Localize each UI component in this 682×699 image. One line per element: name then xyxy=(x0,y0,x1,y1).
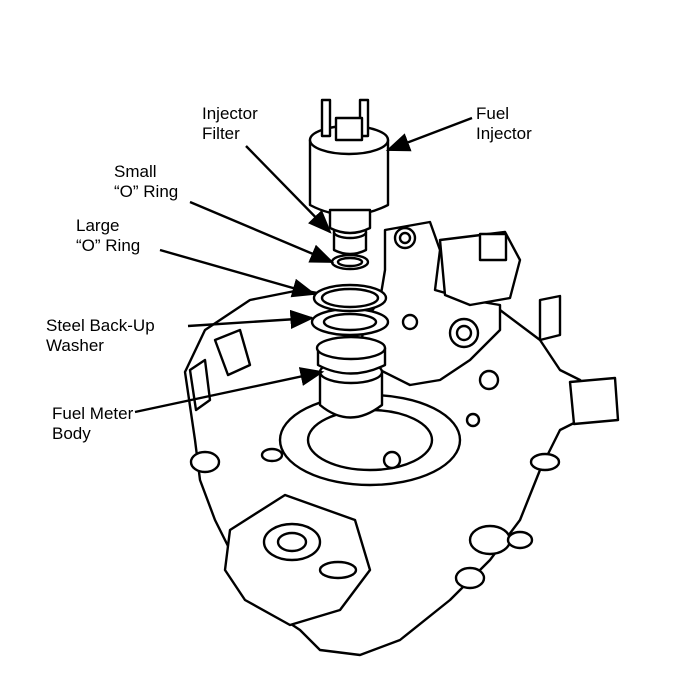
leader-large-o-ring xyxy=(159,248,317,298)
label-line: Fuel Meter xyxy=(52,404,134,423)
fuel-meter-body-part xyxy=(318,370,384,419)
label-line: Small xyxy=(114,162,157,181)
label-fuel-injector: Fuel Injector xyxy=(476,104,532,144)
label-steel-backup-washer: Steel Back-Up Washer xyxy=(46,316,155,356)
label-line: Injector xyxy=(476,124,532,143)
leader-steel-backup-washer xyxy=(187,309,315,329)
label-line: Washer xyxy=(46,336,104,355)
leader-fuel-injector xyxy=(385,116,473,152)
label-large-o-ring: Large “O” Ring xyxy=(76,216,140,256)
leader-injector-filter xyxy=(245,145,332,234)
label-line: Steel Back-Up xyxy=(46,316,155,335)
label-line: Body xyxy=(52,424,91,443)
leader-small-o-ring xyxy=(189,200,335,264)
label-line: “O” Ring xyxy=(76,236,141,255)
leader-fuel-meter-body xyxy=(134,367,325,414)
label-injector-filter: Injector Filter xyxy=(202,104,258,144)
label-line: Fuel xyxy=(476,104,510,123)
label-small-o-ring: Small “O” Ring xyxy=(114,162,178,202)
label-line: Injector xyxy=(202,104,258,123)
label-line: Filter xyxy=(202,124,240,143)
label-line: “O” Ring xyxy=(114,182,179,201)
label-fuel-meter-body: Fuel Meter Body xyxy=(52,404,133,444)
label-line: Large xyxy=(76,216,120,235)
